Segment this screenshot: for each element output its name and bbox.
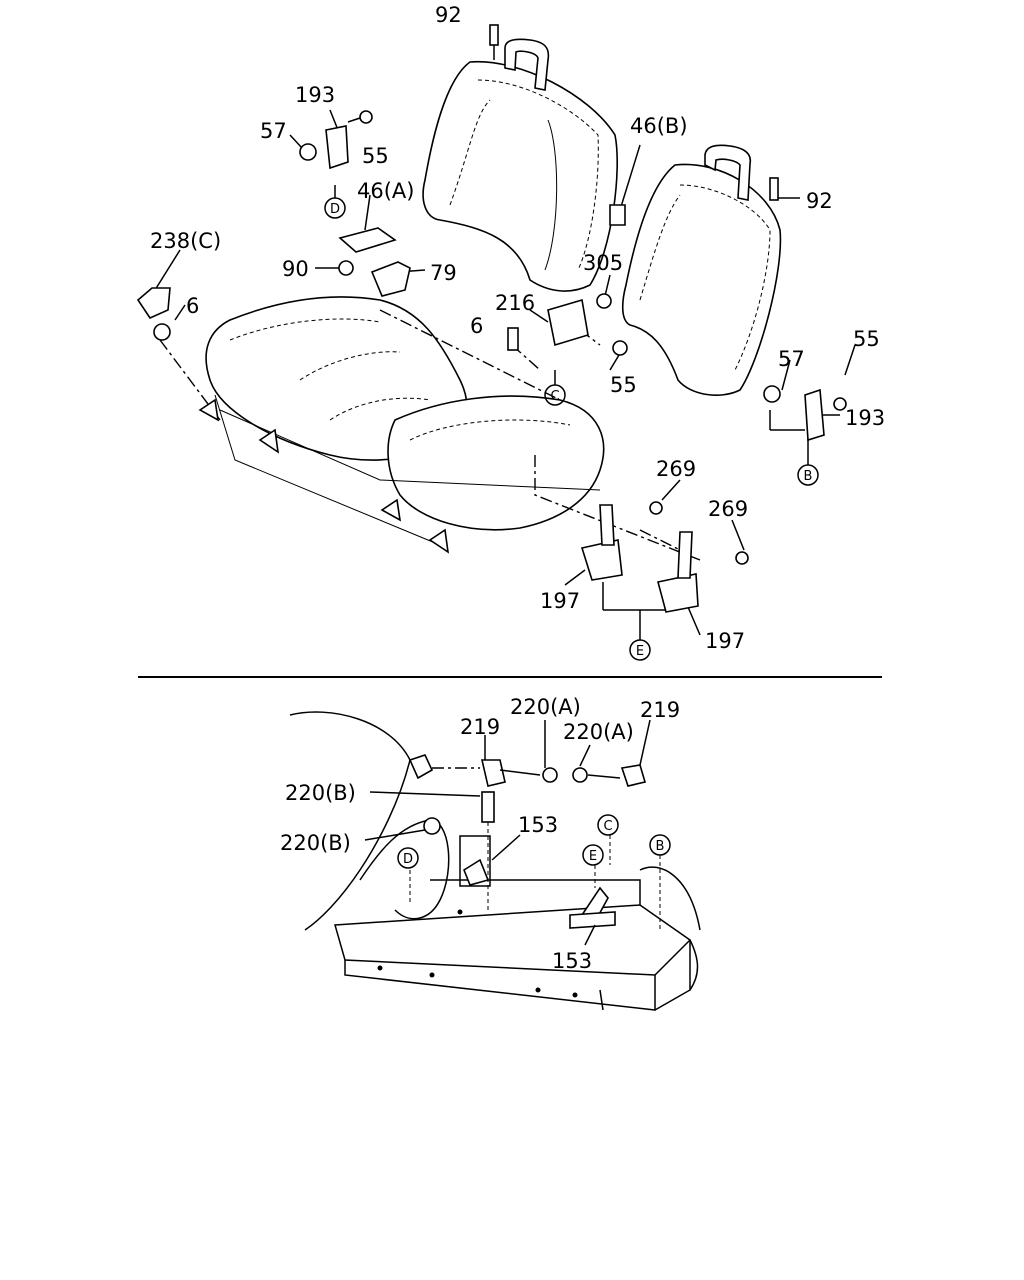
label-269-bottom: 269	[708, 497, 748, 521]
svg-text:C: C	[603, 819, 612, 834]
label-269-top: 269	[656, 457, 696, 481]
label-90: 90	[282, 257, 309, 281]
svg-text:B: B	[656, 839, 665, 854]
label-220a-right: 220(A)	[563, 720, 634, 744]
label-6-mid: 6	[470, 314, 483, 338]
label-55-mid: 55	[610, 373, 637, 397]
upper-hardware	[136, 24, 847, 613]
label-153-bottom: 153	[552, 949, 592, 973]
label-220a-left: 220(A)	[510, 695, 581, 719]
label-197-right: 197	[705, 629, 745, 653]
marker-b-lower: B	[649, 834, 671, 856]
label-46b: 46(B)	[630, 114, 688, 138]
marker-c-upper: C	[544, 384, 566, 406]
marker-b-upper: B	[797, 464, 819, 486]
label-57-left: 57	[260, 119, 287, 143]
svg-text:C: C	[550, 389, 559, 404]
label-6-left: 6	[186, 294, 199, 318]
upper-assembly-lines	[159, 309, 701, 561]
label-193-right: 193	[845, 406, 885, 430]
label-305: 305	[583, 251, 623, 275]
upper-leader-lines	[154, 30, 856, 640]
right-seat-back	[621, 144, 782, 396]
floor-assembly	[289, 711, 701, 1011]
label-220b-bottom: 220(B)	[280, 831, 351, 855]
marker-e-upper: E	[629, 639, 651, 661]
label-46a: 46(A)	[357, 179, 414, 203]
marker-c-lower: C	[597, 814, 619, 836]
svg-text:E: E	[589, 849, 597, 864]
label-197-left: 197	[540, 589, 580, 613]
label-153-top: 153	[518, 813, 558, 837]
svg-text:E: E	[636, 644, 644, 659]
label-92-right: 92	[806, 189, 833, 213]
label-55-left: 55	[362, 144, 389, 168]
part-labels: 92 193 57 55 46(A) 46(B) 92 238(C) 6 90 …	[150, 3, 885, 973]
label-219-left: 219	[460, 715, 500, 739]
label-220b-top: 220(B)	[285, 781, 356, 805]
svg-text:D: D	[330, 202, 340, 217]
seat-cushion	[205, 296, 605, 546]
label-79: 79	[430, 261, 457, 285]
label-55-right: 55	[853, 327, 880, 351]
marker-d-upper: D	[324, 197, 346, 219]
svg-text:D: D	[403, 852, 413, 867]
label-92-top: 92	[435, 3, 462, 27]
marker-d-lower: D	[397, 847, 419, 869]
marker-e-lower: E	[582, 844, 604, 866]
svg-text:B: B	[804, 469, 813, 484]
left-seat-back	[422, 38, 618, 292]
label-219-right: 219	[640, 698, 680, 722]
label-216: 216	[495, 291, 535, 315]
label-238c: 238(C)	[150, 229, 221, 253]
label-193-left: 193	[295, 83, 335, 107]
label-57-right: 57	[778, 347, 805, 371]
circle-markers: D C B E C E B D	[324, 197, 819, 869]
